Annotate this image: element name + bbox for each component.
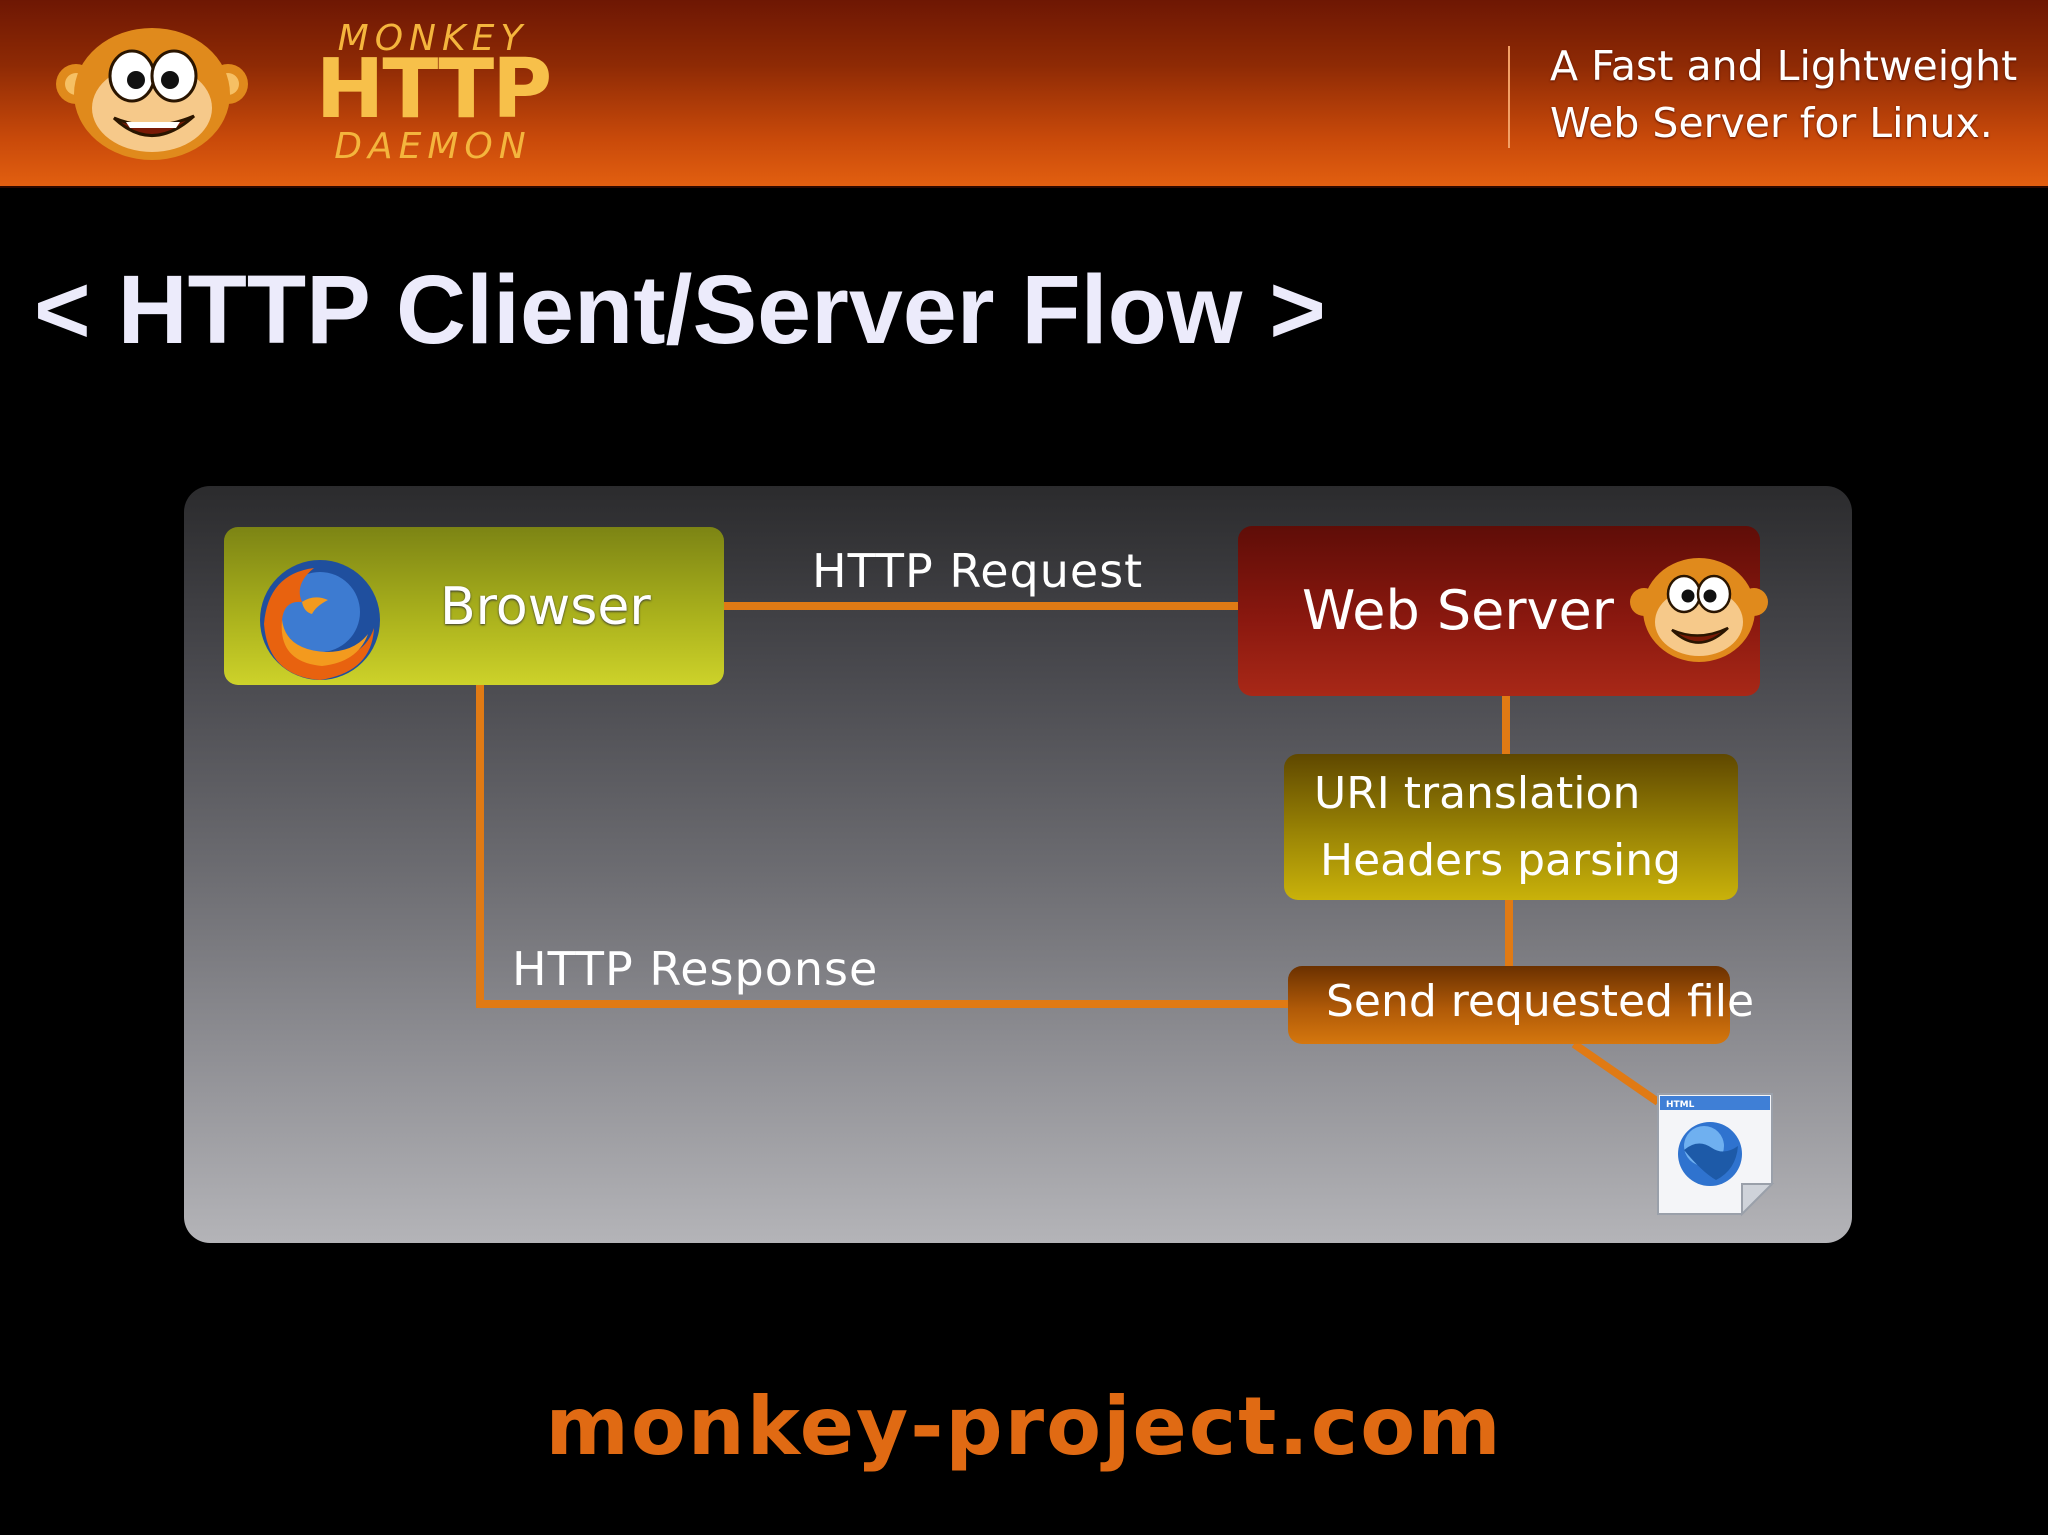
logo-word-daemon: DAEMON xyxy=(334,126,532,167)
monkey-mascot-icon xyxy=(1630,558,1768,662)
uri-translation-label: URI translation xyxy=(1314,768,1641,819)
web-server-label: Web Server xyxy=(1302,579,1614,642)
tagline-line-2: Web Server for Linux. xyxy=(1550,99,1993,147)
slide-title: < HTTP Client/Server Flow > xyxy=(34,255,1326,364)
send-file-node xyxy=(1288,966,1730,1044)
flow-connectors xyxy=(476,602,1661,1106)
footer-website-link[interactable]: monkey-project.com xyxy=(545,1380,1503,1473)
response-connector xyxy=(476,685,1288,1008)
logo-word-monkey: MONKEY xyxy=(337,18,529,59)
request-processing-node xyxy=(1284,754,1738,900)
browser-label: Browser xyxy=(440,577,651,637)
headers-parsing-label: Headers parsing xyxy=(1320,835,1682,886)
logo-wordmark: MONKEY HTTP DAEMON xyxy=(268,18,598,168)
tagline: A Fast and Lightweight Web Server for Li… xyxy=(1550,38,2020,152)
html-file-icon-label: HTML xyxy=(1666,1100,1695,1110)
banner-divider xyxy=(1508,46,1510,148)
firefox-icon xyxy=(260,560,380,680)
html-file-icon: HTML xyxy=(1657,1093,1775,1217)
http-response-label: HTTP Response xyxy=(512,942,879,996)
tagline-line-1: A Fast and Lightweight xyxy=(1550,42,2018,90)
logo-word-http: HTTP xyxy=(315,42,552,137)
send-file-label: Send requested file xyxy=(1326,976,1755,1027)
send-to-file-connector xyxy=(1571,1040,1661,1106)
http-request-label: HTTP Request xyxy=(812,544,1144,598)
header-banner: MONKEY HTTP DAEMON A Fast and Lightweigh… xyxy=(0,0,2048,188)
monkey-logo-icon xyxy=(56,28,248,160)
diagram-panel: Browser HTTP Request Web Server URI tran… xyxy=(184,486,1852,1243)
